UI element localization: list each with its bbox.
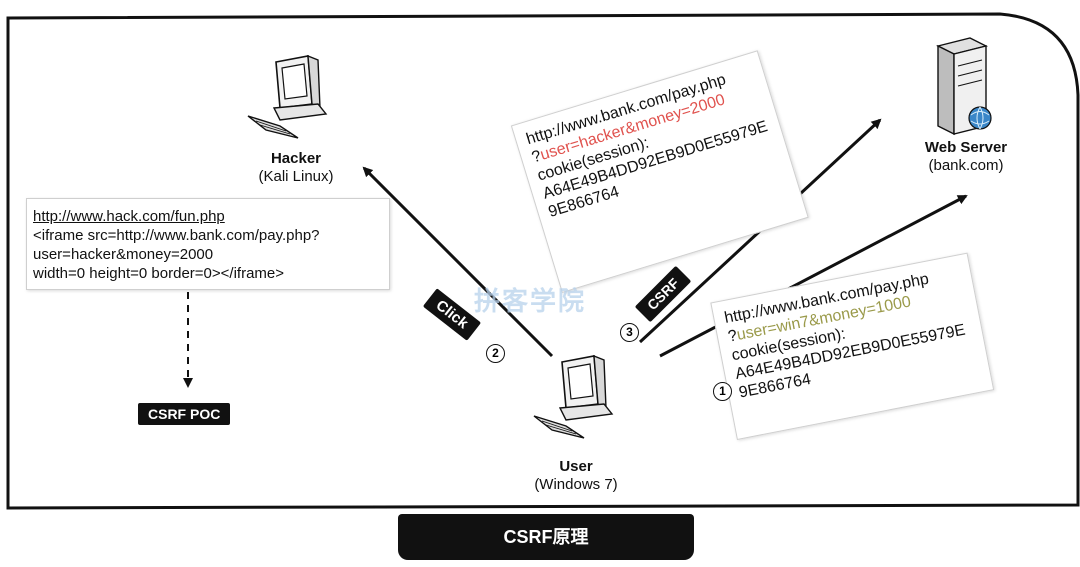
step-3-marker: 3 [620, 323, 639, 342]
step-2-marker: 2 [486, 344, 505, 363]
hacker-subtitle: (Kali Linux) [258, 168, 334, 185]
globe-icon [968, 106, 992, 130]
poc-line-1: <iframe src=http://www.bank.com/pay.php? [33, 227, 320, 244]
user-computer-icon [533, 354, 614, 439]
web-server-name: Web Server [924, 139, 1008, 156]
hacker-label: Hacker (Kali Linux) [236, 150, 356, 186]
arrow-legit-request [659, 194, 968, 358]
user-label: User (Windows 7) [516, 458, 636, 494]
watermark: 拼客学院 [474, 286, 587, 316]
csrf-poc-tag: CSRF POC [138, 403, 231, 425]
poc-line-3: width=0 height=0 border=0></iframe> [33, 265, 285, 282]
diagram-title: CSRF原理 [398, 514, 694, 560]
user-name: User [559, 458, 593, 475]
arrow-user-to-hacker [362, 166, 554, 358]
server-icon [935, 37, 992, 136]
poc-line-2: user=hacker&money=2000 [33, 246, 214, 263]
poc-code-box: http://www.hack.com/fun.php <iframe src=… [26, 198, 390, 290]
hacker-computer-icon [247, 54, 328, 139]
outer-frame [6, 12, 1080, 510]
web-server-label: Web Server (bank.com) [906, 139, 1026, 175]
hacker-name: Hacker [270, 150, 322, 167]
poc-url: http://www.hack.com/fun.php [33, 208, 225, 225]
user-subtitle: (Windows 7) [534, 476, 618, 493]
web-server-subtitle: (bank.com) [928, 157, 1004, 174]
step-1-marker: 1 [713, 382, 732, 401]
